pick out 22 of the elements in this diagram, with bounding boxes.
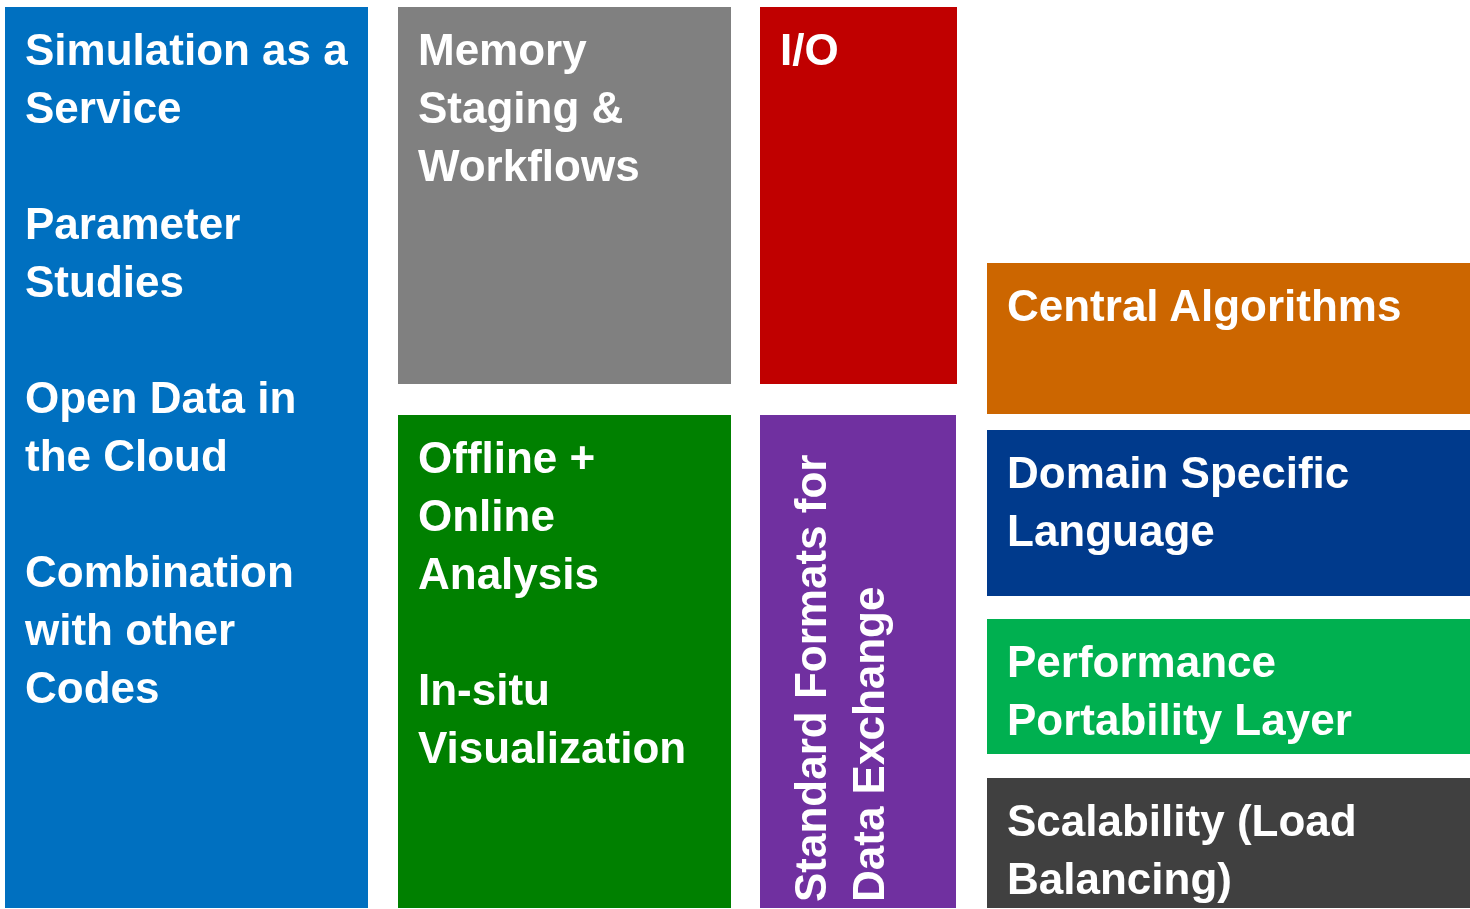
topic-label: I/O bbox=[780, 24, 840, 76]
topic-label: Domain Specific Language bbox=[1007, 447, 1351, 557]
topic-label: Central Algorithms bbox=[1007, 280, 1403, 332]
topic-label: Standard Formats for Data Exchange bbox=[785, 453, 894, 902]
topic-label: Combination with other Codes bbox=[25, 546, 295, 714]
topic-tile bbox=[987, 778, 1470, 908]
topic-tile bbox=[987, 619, 1470, 754]
topic-tile bbox=[987, 430, 1470, 596]
topic-label: Offline + Online Analysis bbox=[418, 432, 600, 600]
topic-label: Simulation as a Service bbox=[25, 24, 348, 134]
topic-tile bbox=[398, 415, 731, 908]
topic-label: Scalability (Load Balancing) bbox=[1007, 795, 1358, 905]
topic-label: Performance Portability Layer bbox=[1007, 636, 1353, 746]
topic-tile bbox=[5, 7, 368, 908]
topic-label: Parameter Studies bbox=[25, 198, 242, 308]
topic-label: In-situ Visualization bbox=[418, 664, 688, 774]
topic-tile bbox=[760, 415, 956, 908]
topic-tile bbox=[760, 7, 957, 384]
topic-label: Open Data in the Cloud bbox=[25, 372, 298, 482]
topic-tile bbox=[398, 7, 731, 384]
topic-tile bbox=[987, 263, 1470, 414]
topic-label: Memory Staging & Workflows bbox=[418, 24, 641, 192]
